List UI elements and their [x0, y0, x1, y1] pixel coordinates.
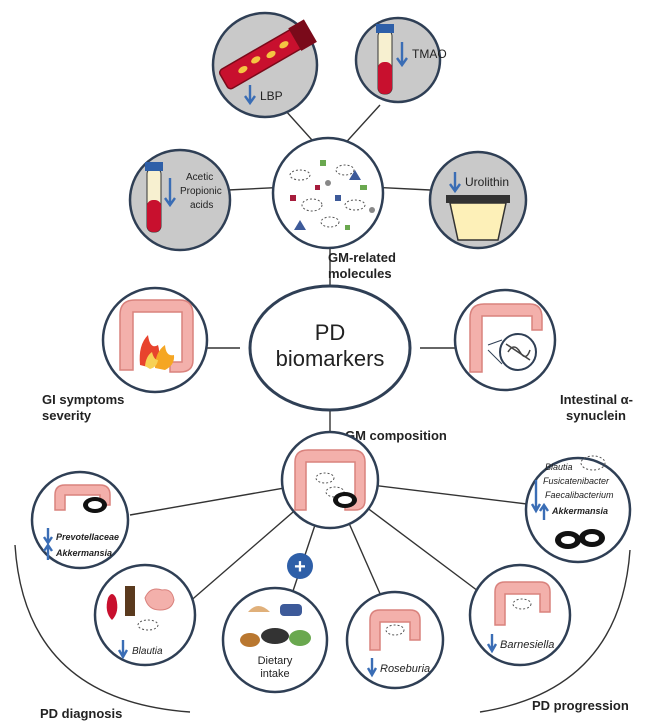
center-label-1: PD — [315, 320, 346, 345]
gm-related-label-1: GM-related — [328, 250, 396, 265]
colon-icon — [469, 303, 543, 373]
blood-drop-icon — [106, 594, 118, 620]
dietary-intake-node: Dietary intake — [221, 586, 329, 694]
blood-tube-icon — [376, 24, 394, 95]
alpha-synuclein-label-2: synuclein — [566, 408, 626, 423]
barnesiella-node: Barnesiella — [468, 563, 572, 667]
blood-tube-icon — [219, 19, 317, 90]
croissant-icon — [248, 606, 270, 612]
flame-icon — [139, 335, 175, 370]
gm-composition-label: GM composition — [345, 428, 447, 443]
progression-taxa-node: Blautia Fusicatenibacter Faecalibacteriu… — [524, 455, 632, 564]
down-arrow-icon — [244, 85, 256, 106]
up-arrow-icon — [43, 542, 53, 560]
dietary-label-1: Dietary — [258, 655, 293, 667]
stool-sample-icon — [125, 586, 135, 616]
akkermansia-label: Akkermansia — [55, 548, 112, 558]
colon-icon — [294, 449, 366, 511]
gm-related-label-2: molecules — [328, 266, 392, 281]
colon-icon — [494, 581, 551, 626]
acids-label: acids — [190, 200, 213, 211]
bacterium-icon — [555, 529, 605, 549]
plus-badge: + — [287, 553, 313, 579]
microbe-icons — [289, 160, 375, 230]
down-arrow-icon — [396, 42, 408, 68]
gi-symptoms-node: GI symptoms severity — [42, 286, 209, 423]
gi-symptoms-label-1: GI symptoms — [42, 392, 124, 407]
urine-cup-icon — [446, 195, 510, 241]
acetic-label: Acetic — [186, 172, 213, 183]
bacterium-icon — [83, 497, 107, 513]
brain-icon — [144, 588, 175, 611]
urolithin-label: Urolithin — [465, 175, 509, 189]
muffin-icon — [280, 604, 302, 616]
prog-fusicatenibacter-label: Fusicatenibacter — [543, 476, 610, 486]
propionic-label: Propionic — [180, 186, 222, 197]
acids-node: Acetic Propionic acids — [128, 148, 232, 252]
plus-icon: + — [294, 556, 306, 578]
colon-icon — [119, 299, 194, 373]
pd-biomarkers-center: PD biomarkers — [248, 284, 412, 412]
blood-tube-icon — [145, 162, 163, 233]
down-arrow-icon — [117, 640, 129, 660]
pd-diagnosis-label: PD diagnosis — [40, 706, 122, 721]
prog-blautia-label: Blautia — [545, 462, 573, 472]
center-label-2: biomarkers — [276, 346, 385, 371]
down-arrow-icon — [449, 172, 461, 194]
gm-molecules-node: GM-related molecules — [271, 136, 396, 281]
roseburia-label: Roseburia — [380, 663, 430, 675]
roseburia-node: Roseburia — [345, 590, 445, 690]
dietary-label-2: intake — [260, 668, 289, 680]
barnesiella-label: Barnesiella — [500, 639, 554, 651]
chicken-leg-icon — [240, 633, 260, 647]
urolithin-node: Urolithin — [428, 150, 528, 250]
tmao-label: TMAO — [412, 47, 447, 61]
bacterium-icon — [333, 492, 357, 508]
lbp-node: LBP — [211, 11, 319, 119]
prevotellaceae-label: Prevotellaceae — [56, 532, 119, 542]
gi-symptoms-label-2: severity — [42, 408, 92, 423]
down-arrow-icon — [366, 658, 378, 678]
prevotellaceae-node: Prevotellaceae Akkermansia — [30, 470, 130, 570]
dish-icon — [261, 628, 289, 644]
down-arrow-icon — [530, 480, 542, 514]
prog-faecalibacterium-label: Faecalibacterium — [545, 490, 614, 500]
colon-icon — [369, 609, 421, 651]
down-arrow-icon — [486, 634, 498, 654]
salad-icon — [289, 630, 311, 646]
prog-akkermansia-label: Akkermansia — [551, 506, 608, 516]
alpha-synuclein-node: Intestinal α- synuclein — [453, 288, 633, 423]
blautia-node: Blautia — [93, 563, 197, 667]
alpha-synuclein-label-1: Intestinal α- — [560, 392, 633, 407]
down-arrow-icon — [164, 178, 176, 208]
lbp-label: LBP — [260, 89, 283, 103]
tmao-node: TMAO — [354, 16, 447, 104]
blautia-label: Blautia — [132, 646, 163, 657]
pd-progression-label: PD progression — [532, 698, 629, 713]
up-arrow-icon — [539, 502, 549, 520]
gm-composition-node: GM composition — [280, 428, 447, 530]
